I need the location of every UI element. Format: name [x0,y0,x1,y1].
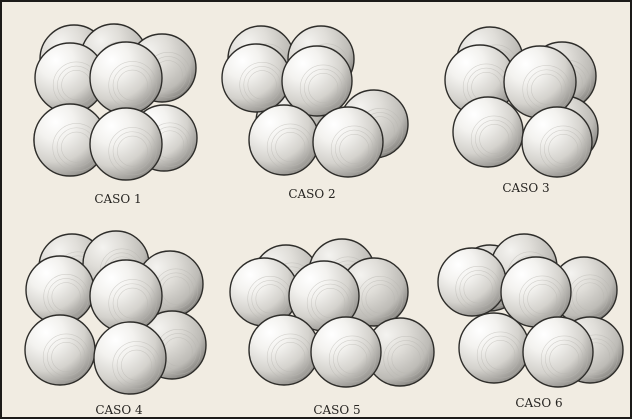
case-4-label: CASO 4 [95,403,143,417]
case-5-label: CASO 5 [313,403,360,417]
case-3-sphere [522,107,592,177]
case-6-group [438,234,623,387]
case-2-sphere [249,105,319,175]
case-1-group [34,24,197,180]
case-5-sphere [249,315,319,385]
case-6-label: CASO 6 [515,396,562,410]
case-4-sphere [25,315,95,385]
case-3-label: CASO 3 [502,181,549,195]
case-1-sphere [90,108,162,180]
case-1-sphere [90,42,162,114]
case-3-sphere [504,46,576,118]
case-3-group [445,27,598,177]
case-4-sphere [90,260,162,332]
case-1-label: CASO 1 [94,192,141,206]
case-6-sphere [459,313,529,383]
case-4-sphere [94,322,166,394]
case-5-sphere [311,317,381,387]
case-6-sphere [523,317,593,387]
case-2-group [222,26,408,177]
case-5-group [230,239,434,387]
case-2-sphere [313,107,383,177]
case-3-sphere [453,97,523,167]
case-4-group [25,231,206,394]
case-2-label: CASO 2 [288,187,335,201]
